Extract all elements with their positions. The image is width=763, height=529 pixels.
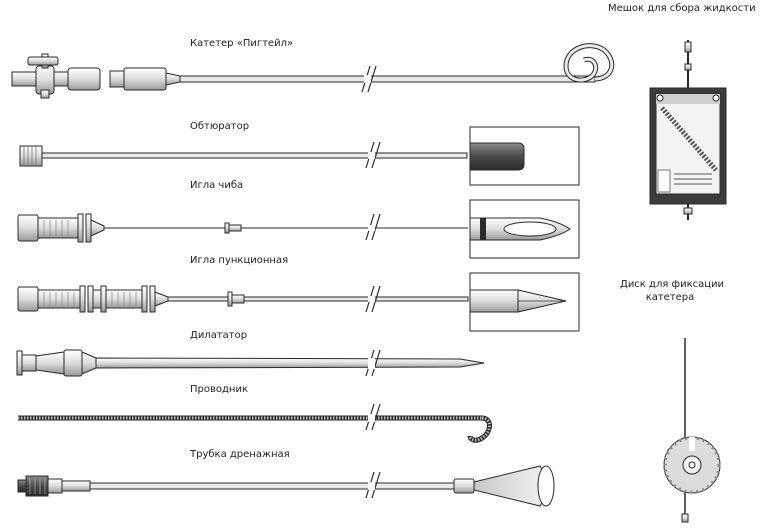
label-dilator: Дилататор [190, 330, 248, 341]
label-drainage-tube: Трубка дренажная [190, 449, 290, 460]
label-obturator: Обтюратор [190, 121, 250, 132]
label-puncture-needle: Игла пункционная [190, 255, 289, 266]
guidewire [18, 403, 492, 443]
puncture-needle-stopper [227, 291, 233, 307]
luer-connector [67, 67, 101, 91]
dilator-hub [63, 349, 83, 377]
guidewire-j-tip [468, 416, 491, 442]
obturator-tip-zoomed [469, 142, 525, 171]
stopcock-bottom [40, 89, 50, 99]
chiba-needle-stopper [224, 222, 230, 234]
puncture-needle-cap [17, 286, 39, 312]
collection-bag [649, 40, 727, 220]
chiba-needle [17, 199, 580, 259]
label-chiba-needle: Игла чиба [190, 180, 244, 191]
stopcock-port-right [53, 71, 69, 87]
drainage-tube [17, 465, 555, 507]
shaft-break-2 [367, 65, 377, 93]
puncture-needle-shaft [167, 296, 469, 302]
puncture-needle [17, 272, 580, 332]
fixation-disc [663, 338, 721, 523]
pigtail-catheter [11, 43, 615, 99]
dilator-shaft [95, 357, 485, 369]
catheter-hub-taper [165, 72, 181, 86]
dilator [16, 349, 485, 377]
catheter-hub [123, 67, 167, 91]
label-collection-bag: Мешок для сбора жидкости [608, 3, 756, 14]
pigtail-loop-inner [564, 44, 614, 82]
chiba-needle-cap [17, 214, 39, 242]
catheter-shaft [179, 75, 596, 83]
label-fixation-disc-line1: Диск для фиксации [620, 279, 725, 290]
dilator-cap [21, 354, 37, 372]
chiba-bevel [503, 221, 557, 237]
label-fixation-disc-line2: катетера [645, 292, 695, 303]
drainage-tube-shaft [89, 482, 455, 490]
obturator-cap [19, 145, 43, 167]
drainage-collar [453, 478, 475, 494]
catheter-hub-cap [109, 70, 125, 88]
drainage-funnel-mouth [537, 465, 555, 507]
label-pigtail-catheter: Катетер «Пигтейл» [190, 38, 294, 49]
stopcock-handle [27, 56, 59, 66]
obturator-shaft [41, 152, 468, 159]
stopcock-port-left [11, 71, 39, 87]
obturator [19, 126, 580, 186]
label-guidewire: Проводник [190, 384, 248, 395]
